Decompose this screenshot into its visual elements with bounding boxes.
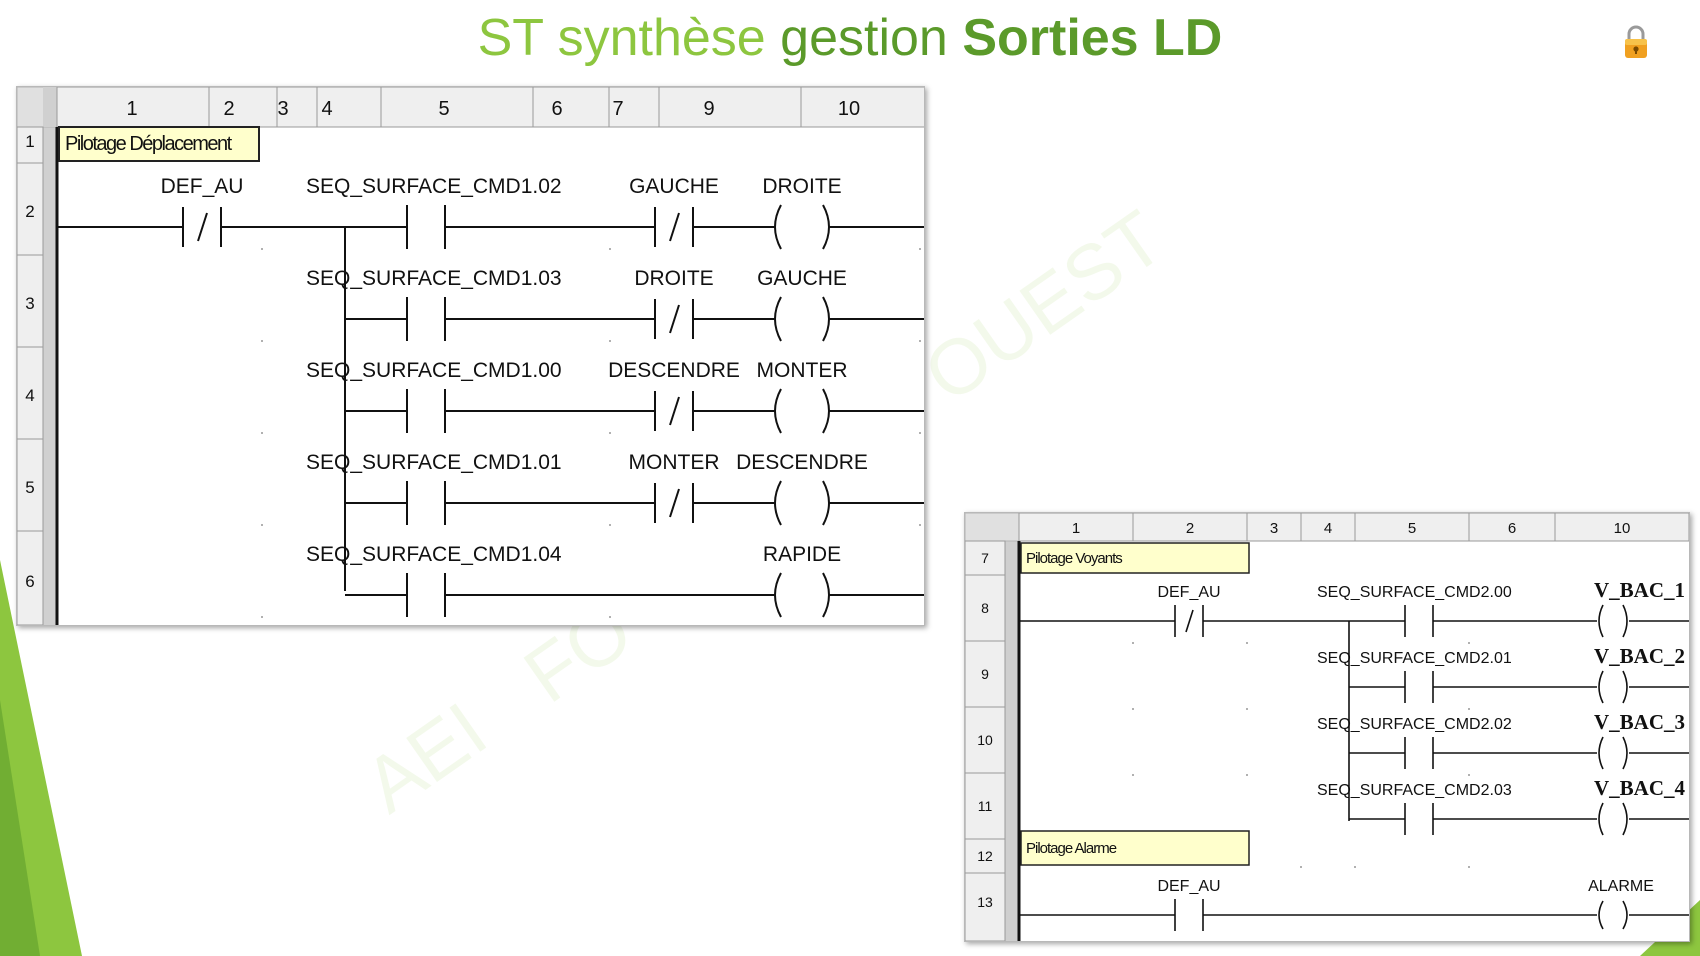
rung-2[interactable] xyxy=(345,296,924,342)
col2-header-4: 4 xyxy=(1324,520,1332,537)
title-part-2: gestion xyxy=(780,9,948,67)
rung2-1-coil-label: V_BAC_1 xyxy=(1594,578,1685,602)
rung2-2-contact-label: SEQ_SURFACE_CMD2.01 xyxy=(1317,650,1512,667)
col2-header-2: 2 xyxy=(1186,520,1194,537)
alarm-coil-label: ALARME xyxy=(1588,878,1654,895)
row-number-4: 4 xyxy=(25,386,34,405)
rung2-3-coil-label: V_BAC_3 xyxy=(1594,710,1685,734)
rung-2-coil-label: GAUCHE xyxy=(757,267,847,290)
row-number-3: 3 xyxy=(25,294,34,313)
def-au-nc-contact-2[interactable] xyxy=(1019,605,1349,637)
row-number-6: 6 xyxy=(25,572,34,591)
rung-1-coil-label: DROITE xyxy=(762,175,841,198)
rung2-1[interactable] xyxy=(1349,604,1689,638)
rung2-4[interactable] xyxy=(1349,802,1689,836)
rung2-3-contact-label: SEQ_SURFACE_CMD2.02 xyxy=(1317,716,1512,733)
column-header-bar: 1 2 3 4 5 6 7 9 10 1 2 3 4 5 6 xyxy=(17,87,924,625)
alarm-contact-label: DEF_AU xyxy=(1157,878,1220,895)
rung-3[interactable] xyxy=(345,388,924,434)
rung2-4-coil-label: V_BAC_4 xyxy=(1594,776,1686,800)
col2-header-6: 6 xyxy=(1508,520,1516,537)
col-header-10: 10 xyxy=(838,98,860,120)
rung2-2-coil-label: V_BAC_2 xyxy=(1594,644,1685,668)
rung-4-coil-label: DESCENDRE xyxy=(736,451,868,474)
alarm-no-contact[interactable] xyxy=(1019,899,1597,931)
row-number-2: 2 xyxy=(25,202,34,221)
rung-2-interlock-label: DROITE xyxy=(634,267,713,290)
padlock-icon xyxy=(1625,25,1647,58)
title-part-1: ST synthèse xyxy=(477,9,766,67)
rung-2-contact-label: SEQ_SURFACE_CMD1.03 xyxy=(306,267,562,290)
col2-header-1: 1 xyxy=(1072,520,1080,537)
ladder-diagram-main[interactable]: 1 2 3 4 5 6 7 9 10 1 2 3 4 5 6 Pilot xyxy=(16,86,925,626)
ladder-diagram-voyants[interactable]: 1 2 3 4 5 6 10 7 8 9 10 11 12 13 Pilotag… xyxy=(964,512,1690,942)
watermark-ouest: OUEST xyxy=(908,193,1179,420)
alarm-coil[interactable] xyxy=(1598,900,1689,930)
col-header-9: 9 xyxy=(703,98,714,120)
col-header-6: 6 xyxy=(551,98,562,120)
row2-number-7: 7 xyxy=(981,550,989,566)
row2-number-13: 13 xyxy=(977,894,993,910)
title-part-3: Sorties LD xyxy=(962,9,1223,67)
col-header-1: 1 xyxy=(126,98,137,120)
comment-box-alarme[interactable] xyxy=(1020,830,1250,866)
comment-box[interactable] xyxy=(58,126,260,162)
comment-alarme-text: Pilotage Alarme xyxy=(1026,840,1117,857)
rung-3-coil-label: MONTER xyxy=(757,359,848,382)
comment-text: Pilotage Déplacement xyxy=(65,133,233,155)
row2-number-11: 11 xyxy=(978,798,993,814)
rung-3-interlock-label: DESCENDRE xyxy=(608,359,740,382)
row-number-1: 1 xyxy=(25,132,34,151)
rung2-3[interactable] xyxy=(1349,736,1689,770)
watermark-aei: AEI xyxy=(348,685,502,830)
rung-5-coil-label: RAPIDE xyxy=(763,543,841,566)
col2-header-5: 5 xyxy=(1408,520,1416,537)
col2-header-10: 10 xyxy=(1614,520,1631,537)
rung-1-interlock-label: GAUCHE xyxy=(629,175,719,198)
col-header-3: 3 xyxy=(277,98,288,120)
col-header-2: 2 xyxy=(223,98,234,120)
comment-voyants-text: Pilotage Voyants xyxy=(1026,550,1122,567)
comment-box-voyants[interactable] xyxy=(1020,542,1250,574)
col-header-5: 5 xyxy=(438,98,449,120)
row2-number-8: 8 xyxy=(981,600,989,616)
def-au-nc-contact[interactable] xyxy=(57,207,345,247)
grid-dots-2 xyxy=(1132,642,1470,868)
rung-1-contact-label: SEQ_SURFACE_CMD1.02 xyxy=(306,175,562,198)
rung-5[interactable] xyxy=(345,572,924,618)
rung-4-interlock-label: MONTER xyxy=(629,451,720,474)
column-header-bar-2: 1 2 3 4 5 6 10 7 8 9 10 11 12 13 xyxy=(965,513,1689,941)
def-au-label-2: DEF_AU xyxy=(1157,584,1220,601)
rung2-4-contact-label: SEQ_SURFACE_CMD2.03 xyxy=(1317,782,1512,799)
def-au-label: DEF_AU xyxy=(161,175,244,198)
row2-number-10: 10 xyxy=(977,732,993,748)
row2-number-9: 9 xyxy=(981,666,989,682)
rung-4-contact-label: SEQ_SURFACE_CMD1.01 xyxy=(306,451,562,474)
grid-dots xyxy=(261,248,921,618)
rung-1[interactable] xyxy=(345,204,924,250)
col-header-7: 7 xyxy=(612,98,623,120)
slide-title: ST synthèse gestion Sorties LD xyxy=(0,6,1700,70)
rung-3-contact-label: SEQ_SURFACE_CMD1.00 xyxy=(306,359,562,382)
row-number-5: 5 xyxy=(25,478,34,497)
rung2-2[interactable] xyxy=(1349,670,1689,704)
col-header-4: 4 xyxy=(321,98,332,120)
rung2-1-contact-label: SEQ_SURFACE_CMD2.00 xyxy=(1317,584,1512,601)
col2-header-3: 3 xyxy=(1270,520,1278,537)
rung-5-contact-label: SEQ_SURFACE_CMD1.04 xyxy=(306,543,562,566)
row2-number-12: 12 xyxy=(977,848,993,864)
rung-4[interactable] xyxy=(345,480,924,526)
